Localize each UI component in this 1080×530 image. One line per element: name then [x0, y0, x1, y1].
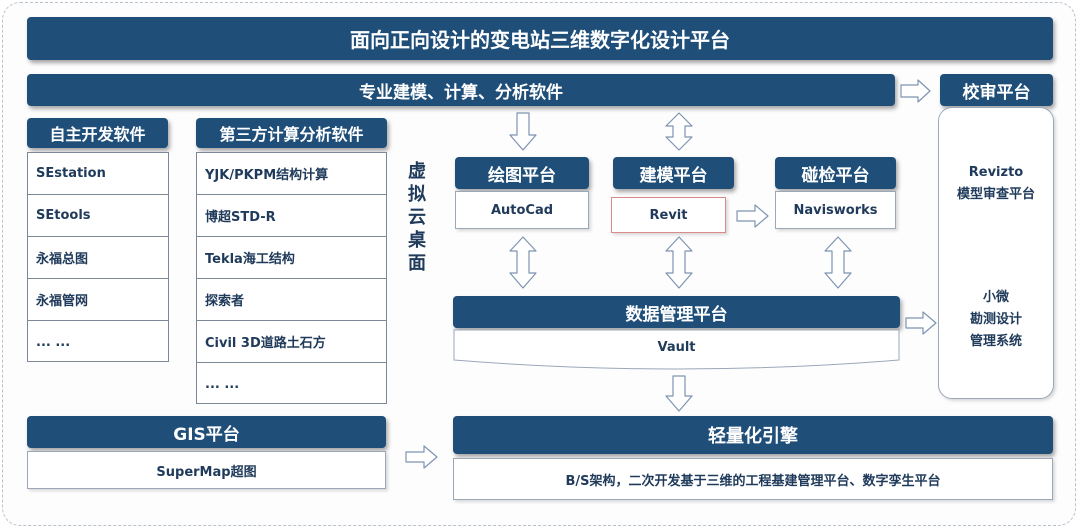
engine-title: 轻量化引擎 [453, 416, 1053, 454]
supermap-box: SuperMap超图 [27, 451, 386, 489]
list-item: ... ... [36, 334, 71, 350]
self-dev-title: 自主开发软件 [27, 118, 168, 148]
mini-line3: 管理系统 [969, 334, 1022, 349]
arrow-right-icon [900, 79, 931, 103]
vchar: 云 [408, 207, 426, 228]
arrow-right-icon [405, 445, 438, 469]
self-dev-list: SEstation SEtools 永福总图 永福管网 ... ... [27, 152, 169, 362]
vchar: 虚 [408, 161, 426, 182]
vchar: 面 [408, 253, 426, 274]
review-platform-box: Revizto 模型审查平台 小微 勘测设计 管理系统 [938, 107, 1054, 399]
list-item: YJK/PKPM结构计算 [197, 153, 386, 195]
arrow-right-icon [736, 204, 769, 228]
revit-box: Revit [611, 197, 726, 233]
vchar: 桌 [408, 230, 426, 251]
list-item: SEtools [28, 195, 168, 237]
data-mgmt-title: 数据管理平台 [453, 296, 900, 328]
autocad-box: AutoCad [455, 191, 589, 229]
vault-label: Vault [657, 340, 696, 355]
modeling-platform-title: 建模平台 [613, 157, 734, 189]
arrow-down-icon [509, 112, 537, 151]
arrow-updown-icon [665, 112, 693, 151]
revizto-desc: 模型审查平台 [956, 187, 1035, 202]
arrow-right-icon [905, 311, 937, 335]
list-item: 永福管网 [28, 279, 168, 321]
vchar: 拟 [408, 184, 426, 205]
navisworks-box: Navisworks [775, 191, 896, 229]
main-title: 面向正向设计的变电站三维数字化设计平台 [27, 17, 1053, 60]
review-platform-title: 校审平台 [940, 74, 1053, 106]
gis-title: GIS平台 [27, 416, 386, 448]
engine-desc: B/S架构，二次开发基于三维的工程基建管理平台、数字孪生平台 [453, 458, 1053, 500]
list-item: 探索者 [197, 279, 386, 321]
list-item: Civil 3D道路土石方 [197, 321, 386, 363]
list-item: 永福总图 [28, 237, 168, 279]
clash-platform-title: 碰检平台 [775, 157, 896, 189]
arrow-down-icon [665, 375, 693, 412]
arrow-updown-icon [665, 236, 693, 289]
arrow-updown-icon [509, 236, 537, 289]
list-item: 博超STD-R [197, 195, 386, 237]
arrow-updown-icon [824, 236, 852, 289]
third-party-title: 第三方计算分析软件 [196, 118, 387, 148]
virtual-desktop-label: 虚 拟 云 桌 面 [404, 160, 430, 275]
software-bar: 专业建模、计算、分析软件 [27, 74, 895, 106]
mini-line1: 小微 [982, 290, 1009, 305]
list-item: ... ... [205, 376, 240, 392]
drawing-platform-title: 绘图平台 [455, 157, 589, 189]
third-party-list: YJK/PKPM结构计算 博超STD-R Tekla海工结构 探索者 Civil… [196, 152, 387, 404]
revizto-name: Revizto [968, 165, 1024, 180]
list-item: SEstation [28, 153, 168, 195]
mini-line2: 勘测设计 [969, 312, 1022, 327]
list-item: Tekla海工结构 [197, 237, 386, 279]
